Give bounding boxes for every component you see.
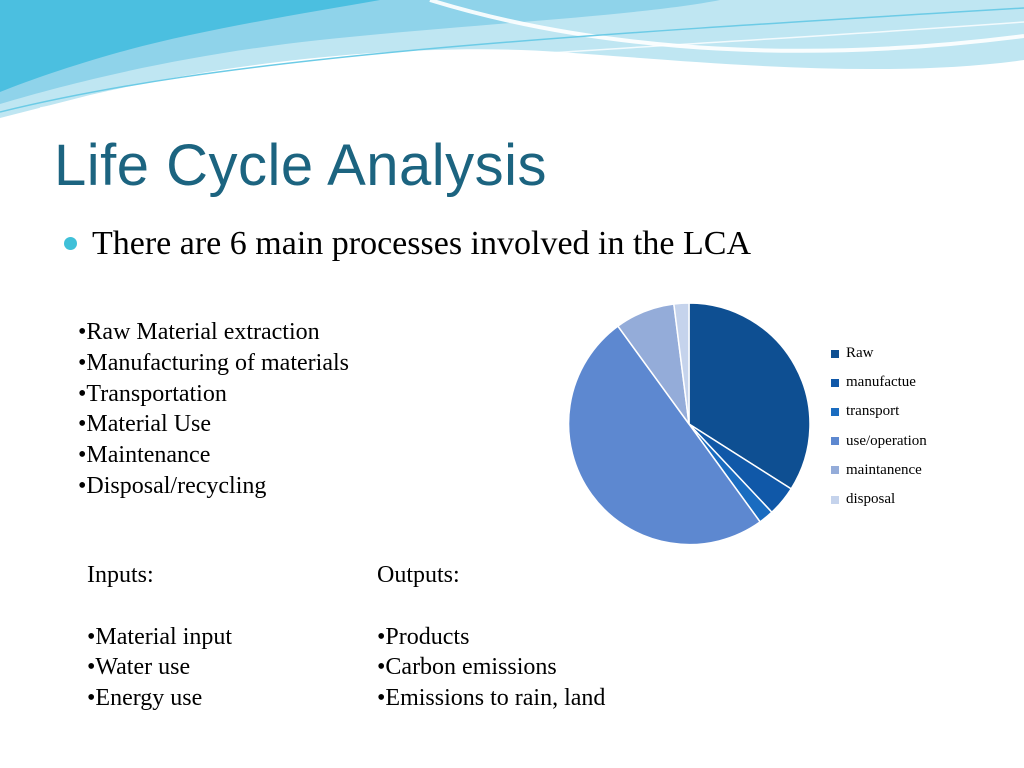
output-item: •Carbon emissions <box>377 654 557 681</box>
chart-legend: Raw manufactue transport use/operation maint… <box>831 339 927 514</box>
legend-label: use/operation <box>846 432 927 449</box>
process-item: •Material Use <box>78 411 212 438</box>
legend-label: Raw <box>846 345 874 362</box>
legend-item: disposal <box>831 485 927 514</box>
bullet-dot-icon <box>64 237 77 250</box>
pie-slice-use-operation <box>567 325 762 546</box>
inputs-heading: Inputs: <box>87 562 154 588</box>
legend-label: transport <box>846 403 900 420</box>
wave-white-curve <box>429 0 1024 53</box>
process-list: •Raw Material extraction •Manufacturing … <box>78 317 349 502</box>
legend-item: manufactue <box>831 368 927 397</box>
input-item: •Water use <box>87 654 191 681</box>
output-item: •Products <box>377 623 470 650</box>
inputs-block: Inputs: •Material input •Water use •Ener… <box>87 560 232 714</box>
process-item: •Manufacturing of materials <box>78 349 349 376</box>
legend-label: manufactue <box>846 374 916 391</box>
legend-item: maintanence <box>831 456 927 485</box>
legend-item: transport <box>831 397 927 426</box>
process-item: •Maintenance <box>78 442 211 469</box>
legend-item: use/operation <box>831 427 927 456</box>
input-item: •Material input <box>87 623 233 650</box>
legend-swatch <box>831 378 839 387</box>
output-item: •Emissions to rain, land <box>377 685 606 712</box>
header-wave-decoration <box>0 0 1024 118</box>
legend-item: Raw <box>831 339 927 368</box>
process-item: •Disposal/recycling <box>78 472 267 499</box>
legend-swatch <box>831 495 839 504</box>
lca-pie-chart <box>567 302 811 546</box>
main-bullet-text: There are 6 main processes involved in t… <box>92 225 752 262</box>
outputs-heading: Outputs: <box>377 562 460 588</box>
legend-label: disposal <box>846 491 896 508</box>
wave-thin-line <box>0 7 1024 113</box>
legend-swatch <box>831 437 839 446</box>
process-item: •Raw Material extraction <box>78 319 320 345</box>
spacer <box>377 591 605 622</box>
legend-swatch <box>831 407 839 416</box>
legend-label: maintanence <box>846 461 922 478</box>
spacer <box>87 591 232 622</box>
input-item: •Energy use <box>87 685 203 712</box>
legend-swatch <box>831 466 839 475</box>
wave-thin-line-2 <box>39 21 1024 109</box>
pie-slice-disposal <box>672 302 690 425</box>
slide-title: Life Cycle Analysis <box>54 133 548 198</box>
outputs-block: Outputs: •Products •Carbon emissions •Em… <box>377 560 605 714</box>
wave-dark-band <box>0 0 380 92</box>
legend-swatch <box>831 349 839 358</box>
process-item: •Transportation <box>78 380 227 407</box>
